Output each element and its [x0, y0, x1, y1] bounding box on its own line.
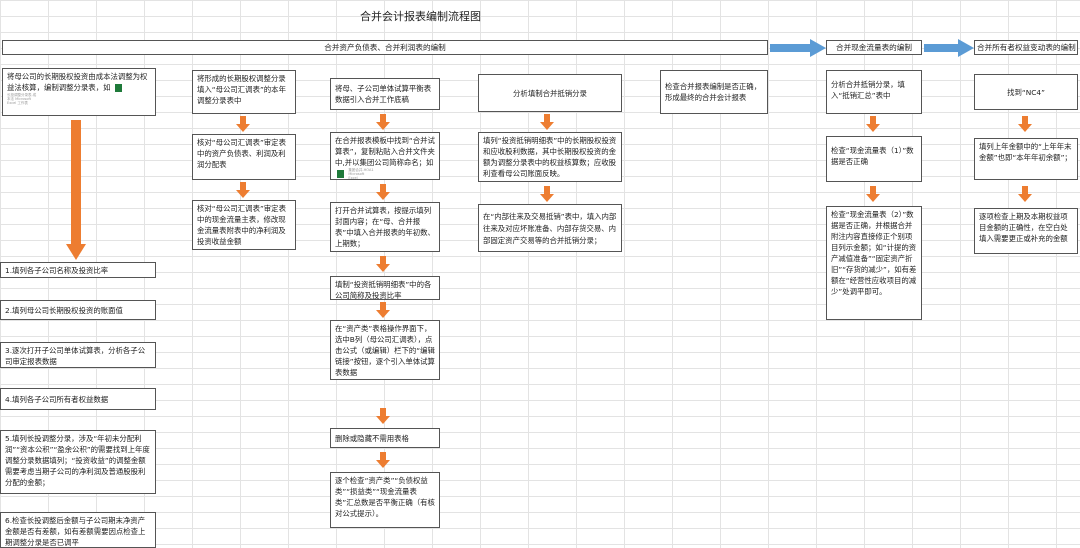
diagram-title: 合并会计报表编制流程图: [360, 10, 481, 23]
col3-arrow-6-icon: [376, 452, 390, 468]
col3-box-2-text: 在合并报表模板中找到“合并试算表”，复制粘贴入合并文件夹中,并以集团公司简称命名…: [335, 136, 435, 167]
col3-box-1: 将母、子公司单体试算平衡表数据引入合并工作底稿: [330, 78, 440, 110]
col7-arrow-2-icon: [1018, 186, 1032, 202]
col6-box-1: 分析合并抵销分录，填入“抵销汇总”表中: [826, 70, 922, 114]
col7-box-3: 逐项检查上期及本期权益项目金额的正确性，在空白处填入需要更正或补充的金额: [974, 208, 1078, 254]
col1-step-6: 6.检查长投调整后金额与子公司期末净资产金额是否有差额，如有差额需要因点检查上期…: [0, 512, 156, 548]
col3-arrow-5-icon: [376, 408, 390, 424]
col2-box-3: 核对“母公司汇调表”审定表中的现金流量主表，修改现金流量表附表中的净利润及投资收…: [192, 200, 296, 250]
col3-box-2: 在合并报表模板中找到“合并试算表”，复制粘贴入合并文件夹中,并以集团公司简称命名…: [330, 132, 440, 180]
col3-box-4: 填制“投资抵销明细表”中的各公司简称及投资比率: [330, 276, 440, 300]
col4-box-2: 填列“投资抵销明细表”中的长期股权投资和应收股利数据，其中长期股权投资的金额为调…: [478, 132, 622, 182]
blue-arrow-1-icon: [770, 39, 826, 57]
col3-arrow-4-icon: [376, 302, 390, 318]
col7-box-1: 找到“NC4”: [974, 74, 1078, 110]
orange-long-arrow-icon: [66, 120, 86, 260]
col6-box-3: 检查“现金流量表（2）”数据是否正确，并根据合并附注内容直接修正个别项目列示金额…: [826, 206, 922, 320]
col2-arrow-1-icon: [236, 116, 250, 132]
header-equity: 合并所有者权益变动表的编制: [974, 40, 1078, 55]
col3-arrow-1-icon: [376, 114, 390, 130]
col4-box-1: 分析填制合并抵销分录: [478, 74, 622, 112]
col7-arrow-1-icon: [1018, 116, 1032, 132]
col2-box-2: 核对“母公司汇调表”审定表中的资产负债表、利润及利润分配表: [192, 134, 296, 180]
col1-top-box: 将母公司的长期股权投资由成本法调整为权益法核算，编制调整分录表，如 长投调整分录…: [2, 68, 156, 116]
col2-arrow-2-icon: [236, 182, 250, 198]
col1-step-5: 5.填列长投调整分录，涉及“年初未分配利润”“资本公积”“盈余公积”的需要找到上…: [0, 430, 156, 494]
col3-box-5: 在“资产类”表格操作界面下，选中B列（母公司汇调表），点击公式（或编辑）栏下的“…: [330, 320, 440, 380]
header-cf: 合并现金流量表的编制: [826, 40, 922, 55]
col1-step-1: 1.填列各子公司名称及投资比率: [0, 262, 156, 278]
excel-file-icon[interactable]: [337, 170, 344, 178]
col1-step-2: 2.填列母公司长期股权投资的账面值: [0, 300, 156, 320]
col4-arrow-2-icon: [540, 186, 554, 202]
col5-box-1: 检查合并报表编制是否正确，形成最终的合并会计报表: [660, 70, 768, 114]
col3-box-3: 打开合并试算表，按提示填列封面内容；在“母、合并报表”中填入合并报表的年初数、上…: [330, 202, 440, 252]
col3-box-6: 删除或隐藏不需用表格: [330, 428, 440, 448]
blue-arrow-2-icon: [924, 39, 974, 57]
col3-arrow-3-icon: [376, 256, 390, 272]
col1-step-4: 4.填列各子公司所有者权益数据: [0, 388, 156, 410]
col1-step-3: 3.逐次打开子公司单体试算表，分析各子公司审定报表数据: [0, 342, 156, 368]
col2-box-1: 将形成的长期股权调整分录填入“母公司汇调表”的本年调整分录表中: [192, 70, 296, 114]
col3-arrow-2-icon: [376, 184, 390, 200]
col6-box-2: 检查“现金流量表（1）”数据是否正确: [826, 136, 922, 182]
col6-arrow-1-icon: [866, 116, 880, 132]
excel-file-caption: 长投调整分录表-成本法 Microsoft Excel 工作表: [7, 93, 37, 105]
col4-box-3: 在“内部往来及交易抵销”表中，填入内部往来及对应坏账准备、内部存货交易、内部固定…: [478, 204, 622, 252]
col3-box-7: 逐个检查“资产类”“负债权益类”“损益类”“现金流量表类”汇总数是否平衡正确（有…: [330, 472, 440, 528]
col6-arrow-2-icon: [866, 186, 880, 202]
col4-arrow-1-icon: [540, 114, 554, 130]
col7-box-2: 填列上年金额中的“上年年末金额”也即“本年年初余额”；: [974, 138, 1078, 180]
col1-top-text: 将母公司的长期股权投资由成本法调整为权益法核算，编制调整分录表，如: [7, 72, 148, 92]
excel-file-icon[interactable]: [114, 84, 122, 92]
excel-file-caption: 集团合并-HOA1 Microsoft Excel: [348, 168, 374, 180]
header-bs-is: 合并资产负债表、合并利润表的编制: [2, 40, 768, 55]
